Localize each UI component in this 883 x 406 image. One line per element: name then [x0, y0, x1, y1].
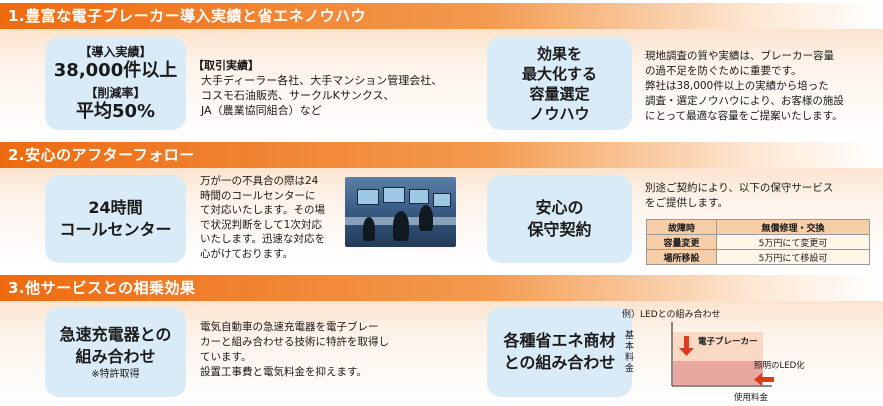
knowhow-desc-line: 弊社は38,000件以上の実績から培った	[645, 80, 829, 92]
svg-text:料: 料	[625, 351, 634, 363]
quick-charger-line: 急速充電器との	[59, 324, 172, 344]
chart-title: 例）LEDとの組み合わせ	[622, 308, 721, 320]
knowhow-desc-line: にとって最適な容量をご提案いたします。	[645, 110, 843, 122]
svg-text:金: 金	[625, 362, 634, 374]
call-center-desc-line: て対応いたします。その場	[200, 204, 325, 216]
knowhow-desc-line: 現地調査の質や実績は、ブレーカー容量	[645, 50, 834, 62]
maintenance-description: 別途ご契約により、以下の保守サービス をご提供します。	[645, 181, 833, 211]
table-cell-value: 5万円にて移設可	[716, 249, 870, 265]
call-center-desc-line: 時間のコールセンターに	[200, 189, 316, 202]
chart-area-after	[673, 361, 763, 385]
breaker-reduction-arrow	[679, 336, 694, 356]
achievements-label: 【導入実績】	[79, 44, 152, 59]
quick-charger-desc-line: 電気自動車の急速充電器を電子ブレー	[200, 321, 379, 333]
table-row: 容量変更 5万円にて変更可	[646, 234, 870, 250]
quick-charger-line: 組み合わせ	[75, 346, 156, 366]
reduction-label: 【削減率】	[85, 85, 146, 100]
table-cell-value: 無償修理・交換	[716, 219, 870, 235]
chart-ylabel: 基 本 料 金	[625, 329, 634, 374]
svg-text:本: 本	[625, 340, 634, 352]
table-cell-key: 容量変更	[646, 234, 717, 250]
table-cell-key: 場所移設	[646, 249, 717, 265]
led-reduction-arrow	[754, 373, 774, 386]
chart-label-breaker: 電子ブレーカー	[698, 336, 758, 347]
achievements-bubble: 【導入実績】 38,000件以上 【削減率】 平均50%	[45, 37, 186, 130]
patent-note: ※特許取得	[91, 368, 140, 380]
quick-charger-bubble: 急速充電器との 組み合わせ ※特許取得	[45, 307, 186, 397]
call-center-desc-line: 万が一の不具合の際は24	[200, 175, 319, 187]
maintenance-contract-bubble: 安心の 保守契約	[487, 175, 632, 263]
call-center-bubble: 24時間 コールセンター	[45, 175, 186, 263]
maintenance-line: 安心の	[535, 198, 584, 217]
call-center-line: 24時間	[88, 198, 143, 217]
chart-xlabel: 使用料金	[734, 392, 769, 403]
knowhow-line: 最大化する	[521, 64, 597, 83]
table-cell-value: 5万円にて変更可	[716, 234, 870, 250]
call-center-desc-line: 心がけております。	[200, 247, 294, 260]
call-center-line: コールセンター	[59, 220, 172, 239]
energy-products-line: との組み合わせ	[503, 353, 616, 372]
call-center-description: 万が一の不具合の際は24 時間のコールセンターに て対応いたします。その場 で状…	[200, 174, 325, 261]
clients-line: コスモ石油販売、サークルKサンクス、	[201, 89, 395, 102]
clients-block: 【取引実績】 大手ディーラー各社、大手マンション管理会社、 コスモ石油販売、サー…	[193, 58, 442, 118]
knowhow-line: 容量選定	[529, 84, 590, 103]
capacity-knowhow-bubble: 効果を 最大化する 容量選定 ノウハウ	[487, 37, 632, 130]
table-row: 場所移設 5万円にて移設可	[646, 249, 870, 265]
call-center-photo	[345, 177, 456, 247]
call-center-desc-line: いたします。迅速な対応を	[200, 233, 325, 245]
quick-charger-desc-line: ています。	[200, 351, 252, 363]
maintenance-desc-line: をご提供します。	[645, 197, 728, 209]
quick-charger-description: 電気自動車の急速充電器を電子ブレー カーと組み合わせる技術に特許を取得し ていま…	[200, 320, 389, 380]
quick-charger-desc-line: カーと組み合わせる技術に特許を取得し	[200, 336, 389, 348]
table-cell-key: 故障時	[646, 219, 717, 235]
clients-line: 大手ディーラー各社、大手マンション管理会社、	[201, 74, 443, 87]
knowhow-line: 効果を	[536, 44, 582, 63]
maintenance-line: 保守契約	[527, 220, 592, 239]
knowhow-description: 現地調査の質や実績は、ブレーカー容量 の過不足を防ぐために重要です。 弊社は38…	[645, 49, 844, 124]
energy-products-line: 各種省エネ商材	[503, 331, 616, 350]
table-row: 故障時 無償修理・交換	[646, 219, 870, 235]
knowhow-line: ノウハウ	[529, 104, 590, 123]
clients-label: 【取引実績】	[193, 59, 259, 72]
section-2-header: 2.安心のアフターフォロー	[0, 142, 883, 168]
knowhow-desc-line: 調査・選定ノウハウにより、お客様の施設	[645, 95, 844, 107]
led-combination-chart: 例）LEDとの組み合わせ 基 本 料 金 電子ブレーカー 照明のLED化 使用料…	[622, 308, 805, 403]
quick-charger-desc-line: 設置工事費と電気料金を抑えます。	[200, 366, 367, 378]
knowhow-desc-line: の過不足を防ぐために重要です。	[645, 65, 802, 77]
svg-text:基: 基	[625, 329, 634, 341]
maintenance-table: 故障時 無償修理・交換 容量変更 5万円にて変更可 場所移設 5万円にて移設可	[646, 219, 870, 265]
section-3-header: 3.他サービスとの相乗効果	[0, 275, 883, 301]
chart-label-led: 照明のLED化	[754, 360, 805, 371]
maintenance-desc-line: 別途ご契約により、以下の保守サービス	[645, 182, 834, 194]
call-center-desc-line: で状況判断をして1次対応	[200, 218, 322, 231]
clients-line: JA（農業協同組合）など	[201, 104, 322, 117]
achievements-value: 38,000件以上	[53, 59, 178, 81]
energy-products-bubble: 各種省エネ商材 との組み合わせ	[487, 307, 632, 397]
reduction-value: 平均50%	[75, 100, 156, 122]
section-1-header: 1.豊富な電子ブレーカー導入実績と省エネノウハウ	[0, 3, 883, 29]
